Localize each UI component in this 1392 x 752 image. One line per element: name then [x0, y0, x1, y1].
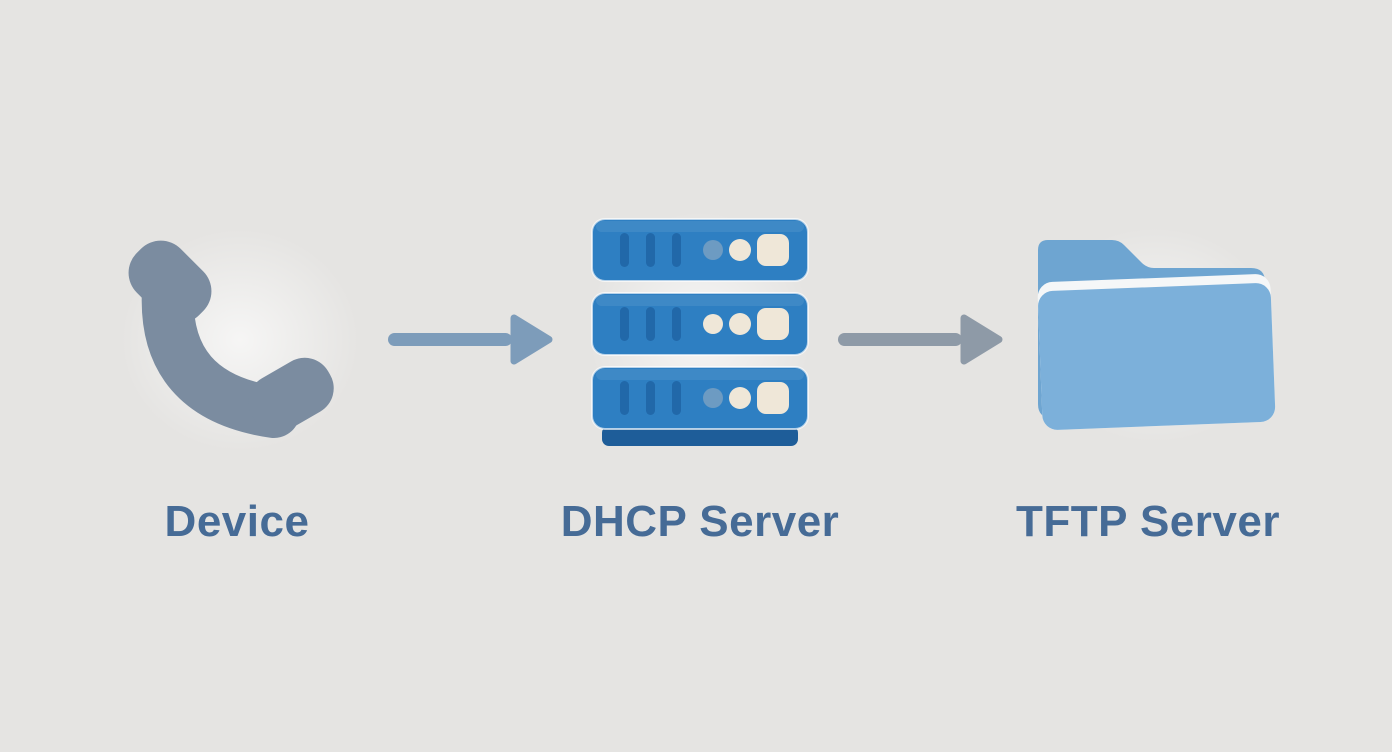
- server-row: [591, 292, 809, 356]
- server-row: [591, 366, 809, 430]
- server-base: [602, 426, 798, 446]
- dhcp-server-label: DHCP Server: [560, 497, 840, 546]
- folder-icon: [1037, 240, 1276, 430]
- arrow-right-icon: [838, 314, 1003, 365]
- server-stack-icon: [591, 218, 809, 446]
- phone-handset: [128, 240, 334, 438]
- phone-icon: [128, 240, 334, 438]
- folder-front: [1038, 283, 1276, 430]
- server-row: [591, 218, 809, 282]
- tftp-server-label: TFTP Server: [1016, 497, 1280, 546]
- device-label: Device: [164, 497, 310, 546]
- arrow-right-icon: [388, 314, 553, 365]
